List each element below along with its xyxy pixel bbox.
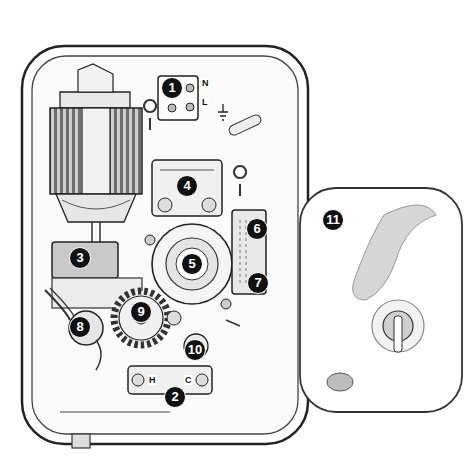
callout-number: 3	[69, 247, 91, 269]
terminal-letter: L	[201, 97, 209, 107]
callout-number: 2	[164, 386, 186, 408]
terminal-letter: H	[148, 375, 157, 385]
callout-number: 9	[130, 301, 152, 323]
callout-number: 1	[161, 77, 183, 99]
terminal-letter: N	[201, 78, 210, 88]
terminal-letter: C	[184, 375, 193, 385]
callout-number: 11	[322, 209, 344, 231]
callout-number: 5	[181, 253, 203, 275]
callout-number: 7	[247, 272, 269, 294]
callout-number: 8	[69, 316, 91, 338]
callout-number: 4	[176, 175, 198, 197]
callout-number: 10	[184, 339, 206, 361]
callout-number: 6	[246, 218, 268, 240]
